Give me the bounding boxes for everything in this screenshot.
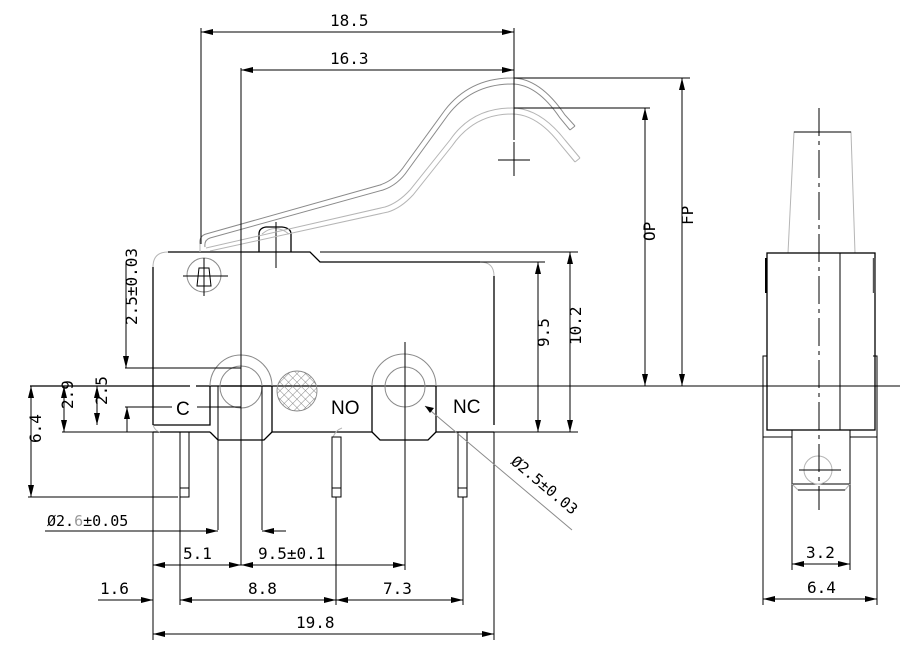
- terminal-label-no: NO: [331, 398, 360, 419]
- hatched-marker: [276, 370, 318, 412]
- side-view: 3.2 6.4: [744, 108, 897, 605]
- dim-body-width: 6.4: [807, 578, 836, 597]
- terminal-label-c: C: [176, 399, 190, 420]
- dim-terminal-height-body: 2.9: [58, 380, 77, 409]
- dim-lever-pivot: 16.3: [330, 49, 369, 68]
- dim-mount-hole-offset: 2.5±0.03: [122, 248, 141, 325]
- dim-body-height: 10.2: [566, 306, 585, 345]
- dim-terminal-height-total: 6.4: [26, 414, 45, 443]
- dim-hole-spacing: 9.5±0.1: [258, 544, 325, 563]
- terminal-pins: [179, 427, 468, 498]
- nc-terminal-hole: [371, 342, 437, 570]
- dim-terminal-height-hole: 2.5: [92, 376, 111, 405]
- terminal-label-nc: NC: [453, 397, 480, 418]
- lever-pivot: [183, 257, 228, 296]
- dim-terminal-spacing-right: 7.3: [383, 579, 412, 598]
- lever-arm: [199, 77, 581, 252]
- dim-overall-length: 19.8: [296, 613, 335, 632]
- plunger: [258, 222, 292, 268]
- dim-terminal-spacing-left: 8.8: [248, 579, 277, 598]
- dim-hole-to-edge: 5.1: [183, 544, 212, 563]
- dim-edge-offset: 1.6: [100, 579, 129, 598]
- dim-free-position: FP: [678, 206, 697, 225]
- dim-operating-position: OP: [640, 222, 659, 241]
- dim-terminal-width: 3.2: [806, 543, 835, 562]
- dim-lever-overall: 18.5: [330, 11, 369, 30]
- dim-body-height-plunger: 9.5: [534, 318, 553, 347]
- dim-mount-hole-diameter: Ø2.6±0.05: [47, 512, 128, 530]
- front-view: C NO NC 18.5 16.3 OP FP: [26, 11, 900, 640]
